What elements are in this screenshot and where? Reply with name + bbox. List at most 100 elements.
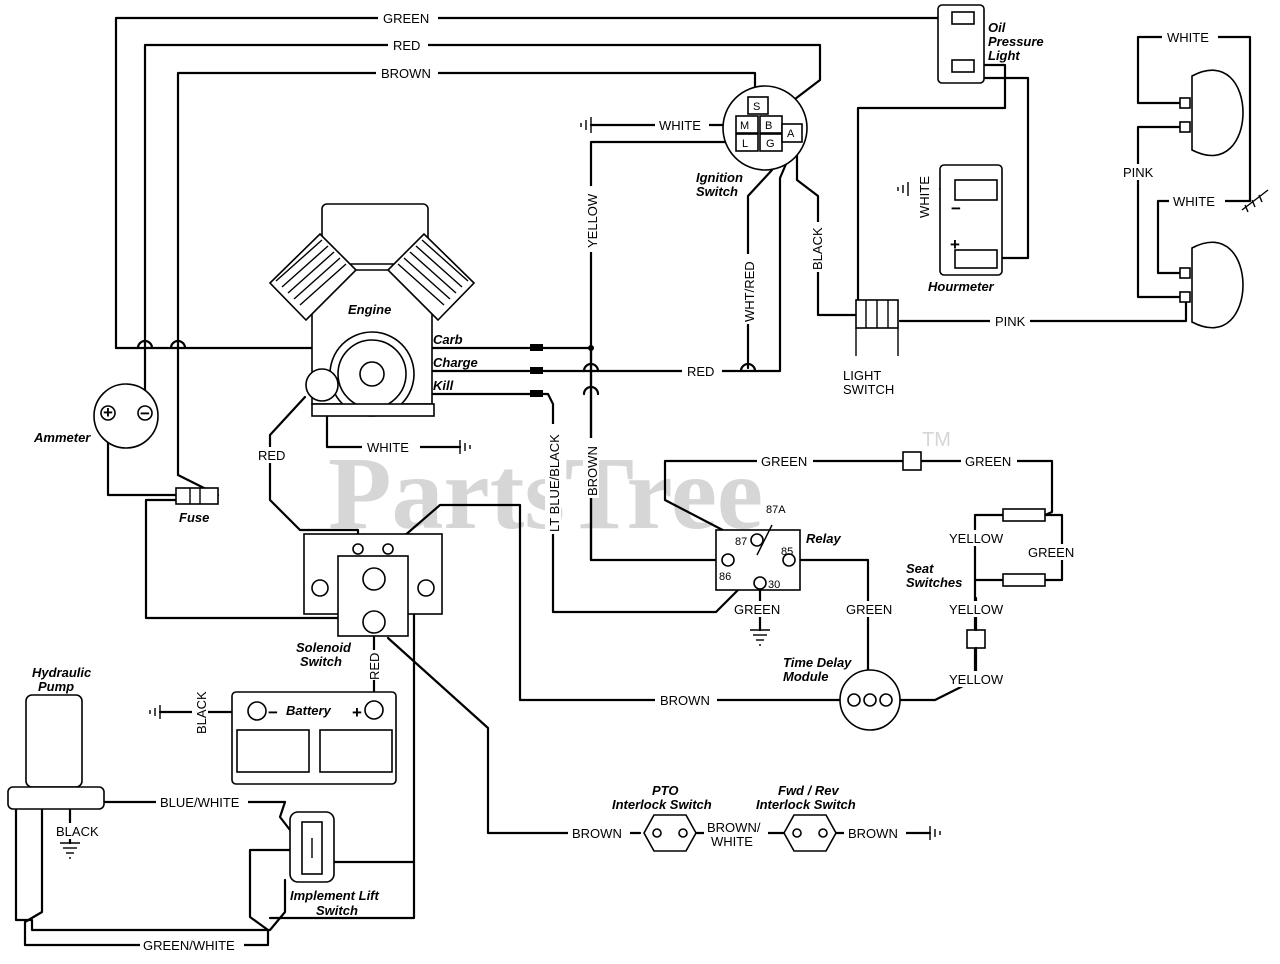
ammeter-minus: − (140, 404, 150, 423)
implement-lift-label-1: Implement Lift (290, 888, 380, 903)
fwd-rev-interlock-switch (783, 814, 837, 852)
relay-label: Relay (806, 531, 841, 546)
battery-minus: − (268, 703, 278, 722)
wire-oil-to-lightswitch (856, 63, 1007, 302)
engine-cylinder-left (268, 232, 358, 322)
ground-icon (60, 842, 80, 859)
ignition-switch (722, 85, 808, 171)
terminal-85: 85 (781, 546, 793, 558)
label-pink-switch: PINK (995, 314, 1026, 329)
cross-1 (136, 339, 154, 350)
terminal-l: L (742, 138, 748, 150)
label-green-seat-bridge: GREEN (1028, 545, 1074, 560)
label-red-solenoid: RED (258, 448, 285, 463)
wire-white-lights-top (1136, 35, 1252, 202)
ignition-switch-label-1: Ignition (696, 170, 743, 185)
ground-icon (149, 705, 161, 719)
wire-pink-lights-bridge (1136, 125, 1184, 299)
wire-green-white (23, 788, 292, 947)
ignition-switch-label-2: Switch (696, 184, 738, 199)
ground-icon (897, 182, 909, 196)
cross-3 (582, 362, 600, 373)
implement-lift-label-2: Switch (316, 903, 358, 918)
implement-lift-switch (289, 811, 335, 883)
label-white-hourmeter: WHITE (917, 176, 932, 218)
charge-label: Charge (433, 355, 478, 370)
fuse-label: Fuse (179, 510, 209, 525)
solenoid-switch (303, 533, 443, 637)
label-lt-blue-black: LT BLUE/BLACK (547, 434, 562, 532)
wire-red-solenoid (268, 395, 360, 550)
label-brown-tdm: BROWN (660, 693, 710, 708)
terminal-a: A (787, 128, 795, 140)
oil-pressure-light-label-2: Pressure (988, 34, 1044, 49)
cross-4 (582, 385, 600, 396)
engine-label: Engine (348, 302, 391, 317)
ground-symbols (60, 117, 1269, 859)
wire-brown-pto (386, 636, 642, 835)
wire-green-top (114, 16, 960, 350)
label-pink-light: PINK (1123, 165, 1154, 180)
ammeter-plus: + (103, 403, 113, 422)
component-labels: Oil Pressure Light Ignition Switch Hourm… (32, 20, 1044, 918)
wire-green-tdm (788, 558, 870, 682)
seat-switches (1002, 508, 1046, 587)
ground-icon (459, 440, 471, 454)
label-blue-white: BLUE/WHITE (160, 795, 240, 810)
label-white-m: WHITE (659, 118, 701, 133)
label-yellow-seat-1: YELLOW (949, 531, 1004, 546)
label-red-battery: RED (367, 653, 382, 680)
oil-pressure-light (937, 4, 985, 84)
wire-pump-lift (14, 788, 287, 932)
oil-pressure-light-label-3: Light (988, 48, 1020, 63)
label-brown-vertical: BROWN (585, 446, 600, 496)
cross-5 (739, 362, 757, 373)
label-yellow-vertical: YELLOW (585, 193, 600, 248)
light-switch-label-2: SWITCH (843, 382, 894, 397)
wire-labels: GREEN RED BROWN WHITE YELLOW WHT/RED BLA… (52, 10, 1225, 953)
label-white-light-bottom: WHITE (1173, 194, 1215, 209)
wire-brown-top (176, 71, 757, 477)
time-delay-module (839, 669, 901, 731)
label-yellow-seat-2: YELLOW (949, 602, 1004, 617)
hourmeter-label: Hourmeter (928, 279, 995, 294)
label-green-top: GREEN (383, 11, 429, 26)
wire-connector (902, 451, 922, 471)
label-black-ignition: BLACK (810, 227, 825, 270)
light-switch-label-1: LIGHT (843, 368, 881, 383)
oil-pressure-light-label-1: Oil (988, 20, 1006, 35)
battery-plus: + (352, 703, 362, 722)
label-wht-red: WHT/RED (742, 261, 757, 322)
label-white-light-top: WHITE (1167, 30, 1209, 45)
hydraulic-pump-label-1: Hydraulic (32, 665, 92, 680)
battery (231, 691, 397, 785)
label-green-white: GREEN/WHITE (143, 938, 235, 953)
connector-blocks (530, 344, 543, 397)
hourmeter (939, 164, 1003, 276)
wire-oil-to-hourmeter (973, 76, 1030, 260)
ignition-terminal-labels: S M B L G A (740, 101, 795, 150)
solenoid-label-2: Switch (300, 654, 342, 669)
label-black-battery: BLACK (194, 691, 209, 734)
engine-cylinder-right (386, 232, 476, 322)
seat-switches-label-2: Switches (906, 575, 962, 590)
light-switch (855, 299, 899, 356)
pto-label-1: PTO (652, 783, 679, 798)
ground-icon (929, 826, 941, 840)
label-red-charge: RED (687, 364, 714, 379)
junction-dot (588, 345, 594, 351)
hydraulic-pump (7, 694, 105, 810)
fuse (175, 487, 219, 505)
connector-kill (530, 390, 543, 397)
pto-interlock-switch (643, 814, 697, 852)
headlight (1179, 241, 1244, 329)
terminal-86: 86 (719, 571, 731, 583)
terminal-87a: 87A (766, 504, 786, 516)
ammeter-label: Ammeter (33, 430, 91, 445)
time-delay-label-2: Module (783, 669, 829, 684)
label-red-top: RED (393, 38, 420, 53)
ground-icon (750, 629, 770, 646)
label-white-engine: WHITE (367, 440, 409, 455)
solenoid-label-1: Solenoid (296, 640, 352, 655)
